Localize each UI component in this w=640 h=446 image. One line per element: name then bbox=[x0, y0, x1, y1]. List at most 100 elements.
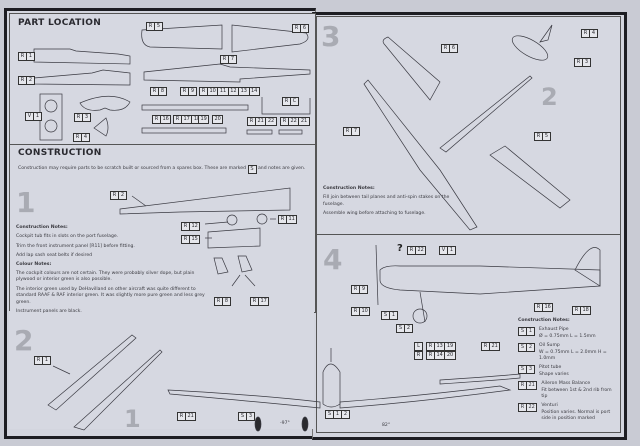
label-prefix: R bbox=[352, 286, 360, 293]
label-number: 1 bbox=[334, 411, 342, 418]
label-step4-left: L bbox=[414, 342, 423, 351]
label-number: 8 bbox=[160, 88, 165, 94]
label-number: 4 bbox=[591, 30, 596, 36]
step-number-1: 1 bbox=[16, 186, 36, 219]
label-prefix: R bbox=[147, 23, 155, 30]
step1-fuselage bbox=[119, 187, 291, 215]
marker-part: S bbox=[519, 366, 527, 374]
label-prefix: R bbox=[535, 133, 543, 140]
step4-notes-title: Construction Notes: bbox=[518, 318, 570, 323]
label-number: 4 bbox=[83, 134, 88, 140]
label-prefix: R bbox=[75, 114, 83, 121]
label-number: 10 bbox=[208, 88, 219, 95]
step1-colour-notes-title: Colour Notes: bbox=[16, 261, 52, 267]
tailplane-r6 bbox=[231, 24, 309, 53]
label-r17-18: R1718 bbox=[173, 115, 203, 124]
step1-cockpit-tub bbox=[207, 227, 261, 249]
label-number: 6 bbox=[451, 45, 456, 51]
label-number: 7 bbox=[230, 56, 235, 62]
intro-text: Construction may require parts to be scr… bbox=[18, 166, 247, 171]
label-number: 21 bbox=[187, 413, 194, 419]
step3-wing-r7 bbox=[363, 79, 478, 231]
step3-notes-title: Construction Notes: bbox=[323, 186, 375, 191]
label-number: 17 bbox=[260, 298, 267, 304]
small-sprue-r21 bbox=[246, 129, 273, 135]
label-prefix: R bbox=[582, 30, 590, 37]
step1-instrument-r12 bbox=[226, 214, 238, 226]
tailplane-r5 bbox=[141, 24, 223, 50]
label-prefix: V bbox=[26, 113, 34, 120]
label-prefix: R bbox=[174, 116, 182, 123]
label-prefix: R bbox=[293, 25, 301, 32]
label-prefix: S bbox=[239, 413, 247, 420]
note-detail: W = 0.75mm L = 2.0mm H = 1.0mm bbox=[539, 349, 607, 362]
label-prefix: R bbox=[482, 343, 490, 350]
intro-tail: and notes are given. bbox=[257, 166, 306, 171]
label-prefix: R bbox=[181, 88, 189, 95]
label-number: 2 bbox=[28, 77, 33, 83]
instrument-dial-1 bbox=[44, 99, 58, 113]
step1-seat-2 bbox=[237, 255, 253, 273]
front-view-wing-right bbox=[339, 385, 512, 409]
label-prefix: R bbox=[19, 53, 27, 60]
step3-fuselage bbox=[439, 75, 533, 153]
construction-title: CONSTRUCTION bbox=[18, 148, 102, 158]
fuselage-half-r1 bbox=[33, 48, 131, 65]
label-prefix: R bbox=[442, 45, 450, 52]
label-number: 17 bbox=[182, 116, 193, 123]
label-number: 1 bbox=[44, 357, 49, 363]
label-prefix: R bbox=[35, 357, 43, 364]
marker-part: 2 bbox=[528, 344, 533, 351]
step2-part-ref: 1 bbox=[124, 405, 141, 433]
marker-part: 22 bbox=[528, 404, 535, 411]
label-prefix: R bbox=[281, 118, 289, 125]
label-number: C bbox=[292, 98, 297, 104]
note-title: Aileron Mass Balance bbox=[541, 381, 591, 387]
note-title: Venturi bbox=[541, 403, 558, 409]
label-step4-right: R bbox=[414, 351, 423, 360]
step2-panel bbox=[9, 311, 314, 429]
label-number: 5 bbox=[156, 23, 161, 29]
step1-note-3: Add lap sash seat belts if desired bbox=[16, 253, 93, 259]
marker-letter: S bbox=[250, 166, 254, 172]
step3-rudder-r3 bbox=[511, 35, 549, 61]
note-detail: Ø = 0.75mm L = 1.5mm bbox=[539, 333, 596, 339]
marker-part: 21 bbox=[528, 382, 535, 389]
step1-instrument-r11 bbox=[256, 213, 268, 225]
label-prefix: R bbox=[279, 216, 287, 223]
step1-note-2: Trim the front instrument panel [R11] be… bbox=[16, 243, 135, 249]
label-number: 8 bbox=[224, 298, 229, 304]
seat-sprue bbox=[261, 97, 311, 115]
label-number: 13 bbox=[435, 343, 446, 350]
label-r20: 20 bbox=[212, 115, 224, 124]
